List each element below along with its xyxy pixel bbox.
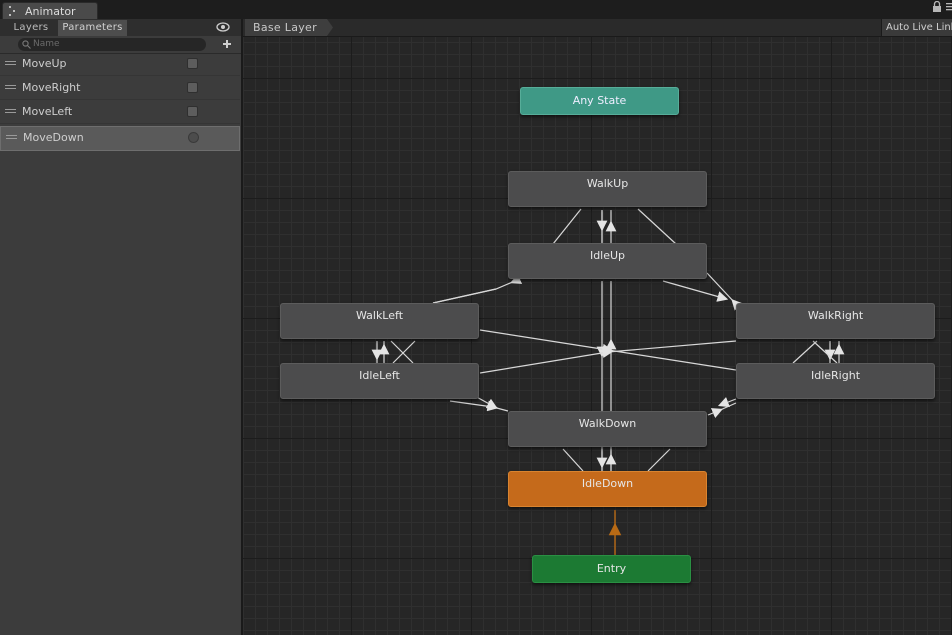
parameter-name: MoveLeft [22, 105, 73, 118]
drag-handle-icon[interactable] [5, 85, 16, 91]
parameter-row-moveup[interactable]: MoveUp [0, 53, 240, 76]
add-parameter-button[interactable] [220, 37, 234, 51]
parameter-row-movedown[interactable]: MoveDown [0, 126, 240, 151]
state-walkright[interactable]: WalkRight [736, 303, 935, 339]
lock-icon[interactable] [931, 1, 943, 13]
breadcrumb-base-layer[interactable]: Base Layer [245, 19, 333, 36]
state-idledown-default[interactable]: IdleDown [508, 471, 707, 507]
state-machine-graph[interactable]: Any State WalkUp IdleUp WalkLeft WalkRig… [243, 19, 952, 635]
state-idleleft[interactable]: IdleLeft [280, 363, 479, 399]
plus-icon [223, 40, 231, 48]
state-idleup[interactable]: IdleUp [508, 243, 707, 279]
panel-tabs: Layers Parameters [0, 19, 241, 36]
menu-icon[interactable] [945, 1, 952, 13]
trigger-toggle[interactable] [187, 82, 198, 93]
search-input[interactable]: Name [18, 38, 206, 51]
search-row: Name [0, 36, 241, 54]
state-walkup[interactable]: WalkUp [508, 171, 707, 207]
tab-grip-icon [9, 6, 15, 16]
transition-lines [371, 208, 845, 555]
state-any-state[interactable]: Any State [520, 87, 679, 115]
parameter-name: MoveDown [23, 131, 84, 144]
drag-handle-icon[interactable] [5, 61, 16, 67]
animator-window-tab[interactable]: Animator [2, 2, 98, 19]
window-title: Animator [25, 5, 76, 18]
graph-toolbar: Base Layer Auto Live Link [243, 19, 952, 37]
drag-handle-icon[interactable] [5, 109, 16, 115]
trigger-toggle[interactable] [187, 58, 198, 69]
parameter-row-moveright[interactable]: MoveRight [0, 77, 240, 100]
state-entry[interactable]: Entry [532, 555, 691, 583]
parameters-panel: Layers Parameters Name MoveUp MoveRight … [0, 19, 243, 635]
state-walkleft[interactable]: WalkLeft [280, 303, 479, 339]
auto-live-link-button[interactable]: Auto Live Link [881, 19, 952, 36]
parameter-name: MoveRight [22, 81, 81, 94]
tab-parameters[interactable]: Parameters [58, 20, 127, 36]
trigger-toggle[interactable] [188, 132, 199, 143]
state-idleright[interactable]: IdleRight [736, 363, 935, 399]
parameter-name: MoveUp [22, 57, 67, 70]
search-icon [22, 40, 31, 49]
parameter-row-moveleft[interactable]: MoveLeft [0, 101, 240, 124]
trigger-toggle[interactable] [187, 106, 198, 117]
eye-icon[interactable] [216, 21, 230, 33]
window-title-bar [0, 0, 952, 19]
drag-handle-icon[interactable] [6, 135, 17, 141]
state-walkdown[interactable]: WalkDown [508, 411, 707, 447]
tab-layers[interactable]: Layers [13, 22, 49, 33]
